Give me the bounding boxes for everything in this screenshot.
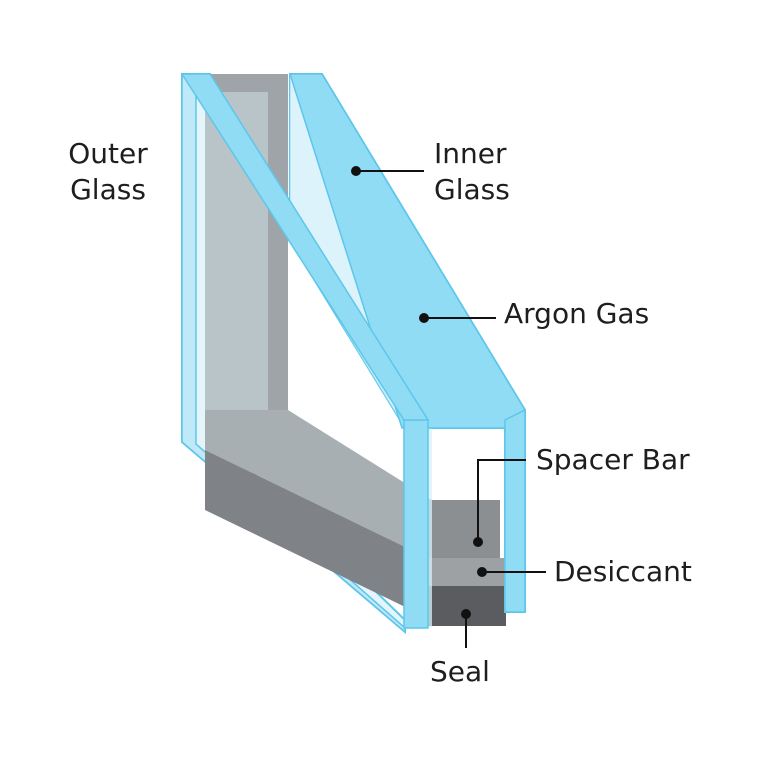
leader-dot-desiccant	[477, 567, 487, 577]
label-desiccant: Desiccant	[554, 555, 692, 588]
outer-glass-front-edge	[403, 419, 429, 629]
label-inner-glass-line1: Inner	[434, 137, 507, 170]
cavity-left-wall	[205, 74, 288, 410]
outer-glass-diagonal-edge	[180, 73, 430, 421]
label-inner-glass-line2: Glass	[434, 173, 510, 206]
leader-spacer-bar	[477, 459, 526, 542]
leader-dot-seal	[461, 609, 471, 619]
label-outer-glass-line2: Glass	[70, 173, 146, 206]
cavity-floor	[205, 410, 432, 560]
label-inner-glass: Inner Glass	[434, 136, 510, 208]
cavity-top-strip	[205, 74, 288, 410]
label-argon-gas: Argon Gas	[504, 297, 650, 330]
cavity-floor-front	[205, 450, 432, 620]
label-seal: Seal	[430, 655, 490, 688]
leader-dot-spacer-bar	[473, 537, 483, 547]
leader-lines	[351, 166, 546, 648]
inner-glass-right-edge	[504, 408, 526, 613]
label-outer-glass: Outer Glass	[48, 136, 168, 208]
leader-dot-argon-gas	[419, 313, 429, 323]
label-outer-glass-line1: Outer	[68, 137, 148, 170]
window-unit-illustration	[180, 73, 526, 635]
label-spacer-bar: Spacer Bar	[536, 443, 690, 476]
leader-dot-inner-glass	[351, 166, 361, 176]
